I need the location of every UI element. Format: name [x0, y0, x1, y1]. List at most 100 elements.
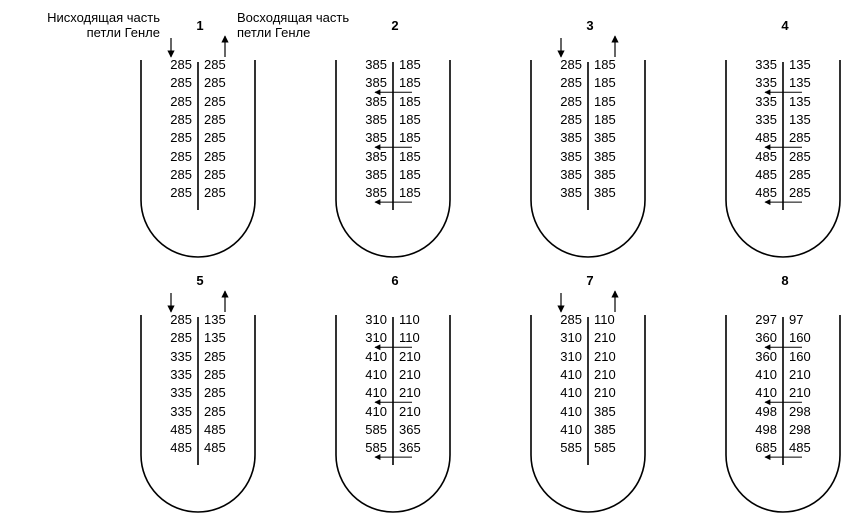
descending-value: 485	[755, 185, 777, 201]
descending-value: 335	[170, 403, 192, 419]
ascending-value: 485	[789, 440, 811, 456]
descending-value: 335	[755, 111, 777, 127]
value-row: 285 285	[138, 93, 258, 111]
descending-value: 285	[560, 57, 582, 72]
descending-value: 285	[560, 312, 582, 327]
descending-value: 285	[170, 93, 192, 109]
ascending-value: 110	[399, 312, 420, 327]
ascending-value: 210	[594, 348, 616, 364]
value-row: 485 285	[723, 129, 843, 147]
descending-value: 498	[755, 421, 777, 437]
ascending-value: 185	[594, 75, 616, 91]
descending-value: 685	[755, 440, 777, 456]
loop-tube-1	[140, 35, 256, 258]
ascending-value: 385	[594, 403, 616, 419]
ascending-value: 210	[594, 385, 616, 401]
ascending-value: 210	[399, 385, 421, 401]
ascending-value: 285	[789, 185, 811, 201]
value-row: 585 585	[528, 439, 648, 457]
panel-number: 2	[391, 18, 399, 33]
descending-value: 410	[560, 385, 582, 401]
loop-tube-5	[140, 290, 256, 513]
descending-value: 410	[560, 421, 582, 437]
descending-value: 335	[170, 348, 192, 364]
descending-value: 485	[755, 166, 777, 182]
descending-label-line1: Нисходящая часть	[47, 10, 160, 25]
ascending-value: 210	[399, 403, 421, 419]
descending-value: 285	[560, 93, 582, 109]
descending-value: 335	[755, 75, 777, 91]
ascending-value: 365	[399, 421, 421, 437]
descending-value: 385	[365, 185, 387, 201]
ascending-value: 285	[789, 130, 811, 146]
ascending-value: 160	[789, 330, 811, 346]
ascending-value: 485	[204, 421, 226, 437]
loop-tube-3	[530, 35, 646, 258]
ascending-value: 385	[594, 421, 616, 437]
ascending-value: 298	[789, 421, 811, 437]
descending-value: 285	[170, 330, 192, 346]
descending-value: 385	[365, 93, 387, 109]
descending-value: 485	[170, 440, 192, 456]
descending-value: 360	[755, 330, 777, 346]
ascending-value: 285	[789, 148, 811, 164]
descending-value: 585	[365, 440, 387, 456]
descending-value: 335	[755, 93, 777, 109]
ascending-value: 185	[399, 93, 421, 109]
descending-value: 410	[365, 403, 387, 419]
descending-value: 485	[170, 421, 192, 437]
descending-value: 285	[170, 312, 192, 327]
descending-value: 585	[560, 440, 582, 456]
value-row: 685 485	[723, 439, 843, 457]
descending-value: 385	[560, 185, 582, 201]
ascending-limb-label: Восходящая часть петли Генле	[237, 10, 377, 40]
value-row: 410 385	[528, 421, 648, 439]
ascending-value: 210	[399, 366, 421, 382]
ascending-value: 585	[594, 440, 616, 456]
descending-value: 310	[365, 330, 387, 346]
ascending-value: 285	[204, 57, 226, 72]
ascending-value: 135	[204, 330, 226, 346]
panel-number: 7	[586, 273, 594, 288]
ascending-value: 285	[204, 166, 226, 182]
ascending-value: 210	[789, 385, 811, 401]
descending-value: 585	[365, 421, 387, 437]
value-row: 360 160	[723, 329, 843, 347]
ascending-value: 285	[204, 93, 226, 109]
descending-value: 285	[170, 130, 192, 146]
ascending-value: 285	[204, 348, 226, 364]
loop-tube-8	[725, 315, 841, 513]
descending-value: 410	[560, 366, 582, 382]
ascending-value: 285	[204, 366, 226, 382]
value-row: 385 185	[333, 93, 453, 111]
descending-value: 485	[755, 130, 777, 146]
descending-value: 385	[560, 148, 582, 164]
ascending-value: 160	[789, 348, 811, 364]
descending-value: 385	[365, 166, 387, 182]
loop-tube-4	[725, 60, 841, 258]
descending-value: 385	[365, 75, 387, 91]
value-row: 335 285	[138, 348, 258, 366]
